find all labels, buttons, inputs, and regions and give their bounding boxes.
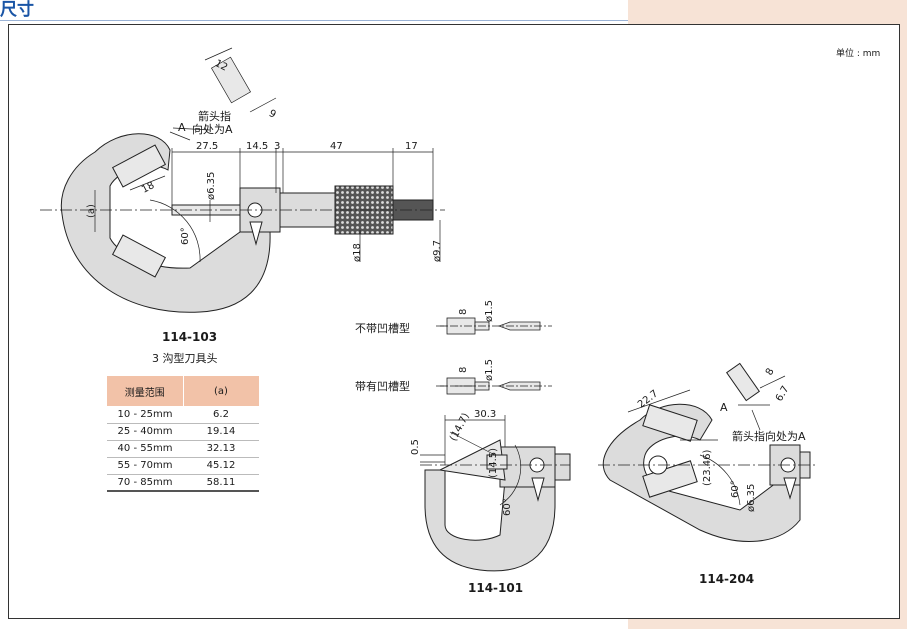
dim-a-symbol: (a) — [86, 204, 97, 218]
micrometer-114-101-dimlines — [420, 415, 570, 506]
dim-14-5: 14.5 — [246, 141, 269, 152]
table-cell-range: 25 - 40mm — [107, 423, 183, 441]
label-arrow-a-right: 箭头指向处为A — [732, 430, 806, 443]
dim-groove-1-5b: ø1.5 — [484, 358, 495, 381]
groove-profiles — [436, 317, 552, 395]
model-114-103-subtitle: 3 沟型刀具头 — [152, 352, 218, 365]
dim-60-deg: 60° — [180, 227, 191, 245]
micrometer-114-103-dimlines — [40, 47, 445, 263]
table-cell-range: 70 - 85mm — [107, 474, 183, 492]
dim-60-deg-101: 60° — [502, 498, 513, 516]
dim-30-3: 30.3 — [474, 409, 497, 420]
dim-60-deg-204: 60° — [730, 480, 741, 498]
arrow-a-note-line2: 向处为A — [192, 123, 233, 136]
dim-14-5-101: (14.5) — [488, 447, 499, 478]
dim-dia-6-35-204: ø6.35 — [746, 483, 757, 512]
table-cell-a: 58.11 — [183, 474, 259, 492]
micrometer-114-103-body — [60, 133, 434, 313]
model-114-101: 114-101 — [468, 581, 524, 595]
table-header-range: 测量范围 — [107, 376, 184, 406]
dim-groove-8b: 8 — [458, 366, 469, 373]
dim-3: 3 — [274, 141, 281, 152]
table-row: 40 - 55mm 32.13 — [107, 440, 259, 458]
table-row: 25 - 40mm 19.14 — [107, 423, 259, 441]
dim-groove-1-5a: ø1.5 — [484, 299, 495, 322]
dim-23-46: (23.46) — [702, 449, 713, 486]
dim-27-5: 27.5 — [196, 141, 219, 152]
label-with-groove: 带有凹槽型 — [355, 380, 410, 393]
table-row: 10 - 25mm 6.2 — [107, 406, 259, 424]
micrometer-114-204-dimlines — [598, 375, 815, 506]
table-cell-a: 32.13 — [183, 440, 259, 458]
dim-a-204: A — [720, 401, 728, 414]
micrometer-114-204-body — [602, 362, 811, 542]
table-cell-range: 40 - 55mm — [107, 440, 183, 458]
range-table: 测量范围 (a) 10 - 25mm 6.2 25 - 40mm 19.14 4… — [107, 376, 260, 492]
micrometer-114-101-body — [424, 439, 571, 572]
model-114-103: 114-103 — [162, 330, 218, 344]
table-cell-range: 55 - 70mm — [107, 457, 183, 475]
table-cell-range: 10 - 25mm — [107, 406, 183, 424]
table-cell-a: 45.12 — [183, 457, 259, 475]
arrow-a-letter: A — [178, 121, 186, 134]
table-cell-a: 19.14 — [183, 423, 259, 441]
table-header-a: (a) — [183, 376, 260, 406]
arrow-a-note-line1: 箭头指 — [198, 110, 231, 123]
table-row: 55 - 70mm 45.12 — [107, 457, 259, 475]
dim-dia-6-35: ø6.35 — [206, 171, 217, 200]
dim-dia-9-7: ø9.7 — [432, 239, 443, 262]
dim-17: 17 — [405, 141, 418, 152]
section-heading: 尺寸 — [0, 0, 34, 20]
unit-note: 单位 : mm — [836, 49, 881, 59]
dim-47: 47 — [330, 141, 343, 152]
label-no-groove: 不带凹槽型 — [355, 322, 410, 335]
model-114-204: 114-204 — [699, 572, 755, 586]
table-cell-a: 6.2 — [183, 406, 259, 424]
dim-groove-8a: 8 — [458, 308, 469, 315]
table-row: 70 - 85mm 58.11 — [107, 474, 259, 492]
heading-rule — [0, 20, 628, 21]
dim-dia-18: ø18 — [352, 243, 363, 262]
dim-0-5: 0.5 — [410, 439, 421, 455]
